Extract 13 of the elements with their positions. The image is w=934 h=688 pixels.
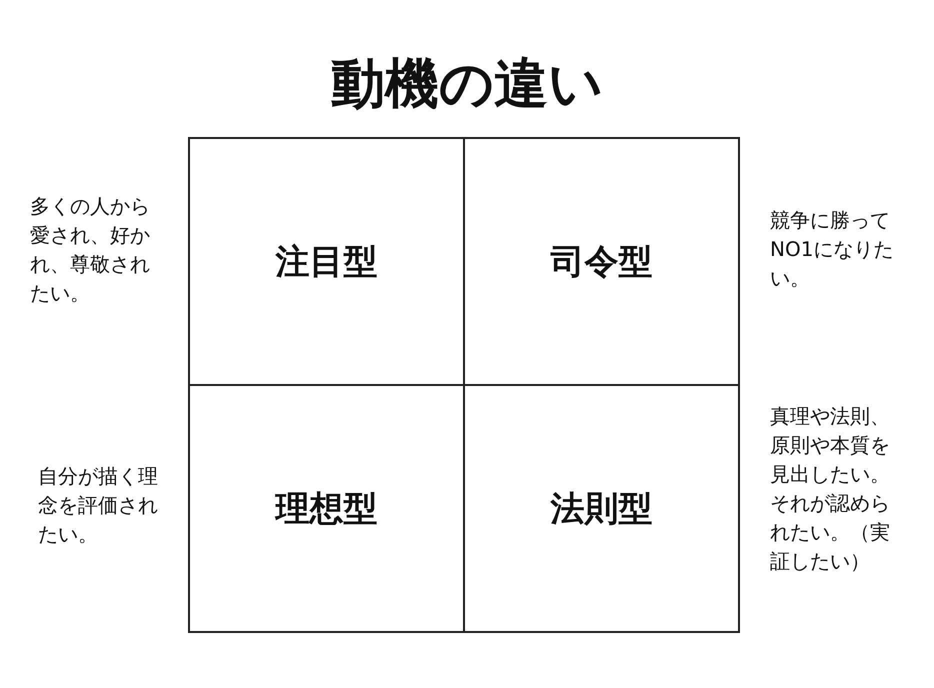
quadrant-label: 理想型 (276, 488, 378, 530)
quadrant-label: 法則型 (550, 488, 652, 530)
diagram-title: 動機の違い (330, 51, 604, 117)
quadrant-box (188, 137, 465, 386)
quadrant-box (188, 384, 465, 633)
quadrant-label: 注目型 (276, 240, 378, 284)
quadrant-box (463, 137, 740, 386)
quadrant-box (463, 384, 740, 633)
side-note: 多くの人から愛され、好かれ、尊敬されたい。 (30, 193, 151, 307)
side-note: 真理や法則、原則や本質を見出したい。それが認められたい。（実証したい） (770, 403, 891, 575)
side-note: 自分が描く理念を評価されたい。 (38, 463, 159, 548)
side-note: 競争に勝ってNO1になりたい。 (770, 207, 894, 292)
quadrant-label: 司令型 (550, 240, 652, 284)
